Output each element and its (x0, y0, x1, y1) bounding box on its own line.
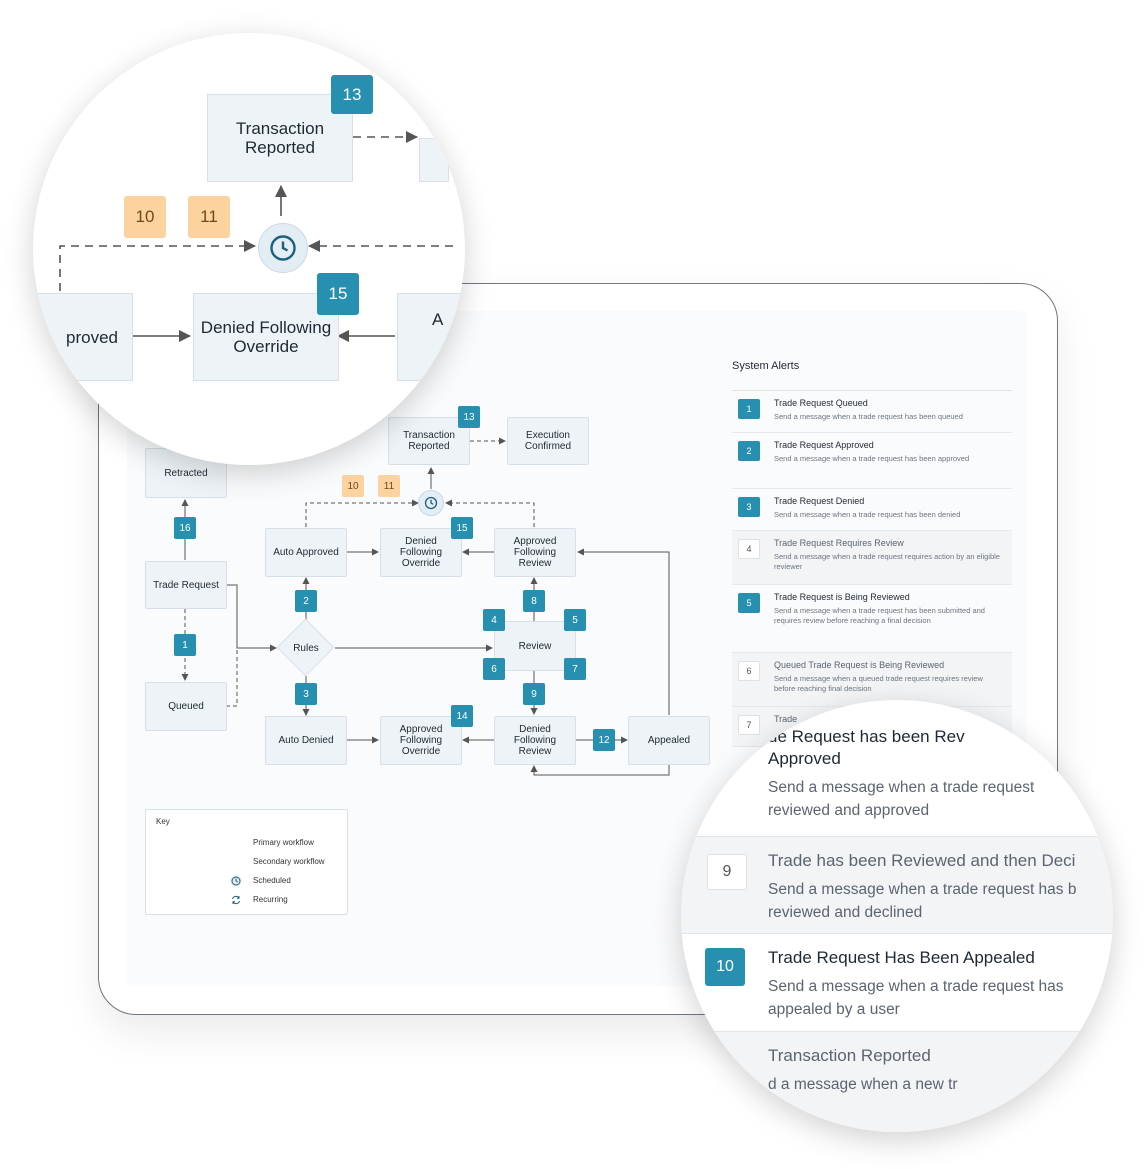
zoom-alert-title-2: Approved (768, 749, 841, 768)
zoom-alert-description: Send a message when a trade request has … (768, 881, 1077, 898)
node-queued[interactable]: Queued (145, 682, 227, 731)
alert-number: 6 (738, 661, 760, 681)
zoom-badge-13[interactable]: 13 (331, 75, 373, 114)
zoom-alert-description-2: reviewed and approved (768, 802, 930, 819)
key-clock-icon (230, 875, 242, 889)
key-scheduled-label: Scheduled (253, 876, 291, 885)
alert-description: Send a message when a trade request has … (774, 606, 985, 625)
zoom-alert-title: Trade has been Reviewed and then Deci (768, 851, 1076, 870)
zoom-alert-title: Trade Request Has Been Appealed (768, 948, 1035, 967)
alert-row[interactable]: 3 Trade Request Denied Send a message wh… (732, 489, 1012, 531)
node-auto-approved[interactable]: Auto Approved (265, 528, 347, 577)
badge-6[interactable]: 6 (483, 658, 505, 680)
alert-number: 1 (738, 399, 760, 419)
zoom-node-auto-approved[interactable]: proved (33, 293, 133, 381)
zoom-badge-10[interactable]: 10 (124, 196, 166, 238)
zoom-alert-title: ue Request has been Rev (768, 727, 965, 746)
node-denied-following-override[interactable]: Denied Following Override (380, 528, 462, 577)
alert-row[interactable]: 6 Queued Trade Request is Being Reviewed… (732, 653, 1012, 707)
zoom-node-transaction-reported[interactable]: Transaction Reported (207, 94, 353, 182)
badge-12[interactable]: 12 (593, 729, 615, 751)
zoom-alert-row[interactable]: 10 Trade Request Has Been Appealed Send … (681, 933, 1113, 1031)
node-review[interactable]: Review (494, 621, 576, 671)
badge-14[interactable]: 14 (451, 705, 473, 727)
alert-number: 7 (738, 715, 760, 735)
alert-number: 2 (738, 441, 760, 461)
zoom-alert-description-2: appealed by a user (768, 1001, 900, 1018)
node-rules[interactable]: Rules (276, 618, 335, 677)
alert-row[interactable]: 2 Trade Request Approved Send a message … (732, 433, 1012, 489)
key-recurring-label: Recurring (253, 895, 288, 904)
badge-15[interactable]: 15 (451, 517, 473, 539)
badge-10[interactable]: 10 (342, 475, 364, 497)
node-approved-following-review[interactable]: Approved Following Review (494, 528, 576, 577)
alert-number: 4 (738, 539, 760, 559)
system-alerts-panel: System Alerts 1 Trade Request Queued Sen… (732, 360, 1012, 747)
alert-title: Trade Request Requires Review (774, 538, 904, 548)
zoom-alerts-magnifier: ue Request has been Rev Approved Send a … (681, 700, 1113, 1132)
node-retracted[interactable]: Retracted (145, 448, 227, 498)
zoom-alert-row[interactable]: Transaction Reported d a message when a … (681, 1031, 1113, 1132)
node-execution-confirmed[interactable]: Execution Confirmed (507, 417, 589, 465)
zoom-node-approved-following-review[interactable]: A (397, 293, 465, 381)
scheduled-clock-icon[interactable] (418, 490, 444, 516)
badge-9[interactable]: 9 (523, 683, 545, 705)
node-approved-following-override[interactable]: Approved Following Override (380, 716, 462, 765)
diagram-key: Key Primary workflow Secondary workflow … (145, 809, 348, 915)
badge-16[interactable]: 16 (174, 517, 196, 539)
badge-13[interactable]: 13 (458, 406, 480, 428)
node-trade-request[interactable]: Trade Request (145, 561, 227, 609)
zoom-alert-description: Send a message when a trade request has (768, 978, 1064, 995)
badge-2[interactable]: 2 (295, 590, 317, 612)
zoom-alert-description: Send a message when a trade request (768, 779, 1035, 796)
zoom-alert-description: d a message when a new tr (768, 1076, 958, 1093)
alert-title: Trade Request Queued (774, 398, 868, 408)
key-secondary-label: Secondary workflow (253, 857, 325, 866)
badge-3[interactable]: 3 (295, 683, 317, 705)
badge-7[interactable]: 7 (564, 658, 586, 680)
zoom-diagram-magnifier: Transaction Reported 13 10 11 proved Den… (33, 33, 465, 465)
alert-description: Send a message when a trade request has … (774, 412, 963, 421)
key-title: Key (156, 817, 170, 826)
alert-description: Send a message when a trade request requ… (774, 552, 1000, 571)
zoom-alert-number: 10 (705, 948, 745, 986)
zoom-clock-icon[interactable] (258, 223, 308, 273)
alert-row[interactable]: 5 Trade Request is Being Reviewed Send a… (732, 585, 1012, 653)
badge-1[interactable]: 1 (174, 634, 196, 656)
badge-8[interactable]: 8 (523, 590, 545, 612)
rules-label: Rules (293, 642, 319, 654)
system-alerts-title: System Alerts (732, 360, 1012, 391)
alert-description: Send a message when a queued trade reque… (774, 674, 983, 693)
node-denied-following-review[interactable]: Denied Following Review (494, 716, 576, 765)
alert-title: Queued Trade Request is Being Reviewed (774, 660, 945, 670)
alert-title: Trade Request Approved (774, 440, 874, 450)
alert-title: Trade Request is Being Reviewed (774, 592, 910, 602)
zoom-node-partial (419, 138, 449, 182)
badge-11[interactable]: 11 (378, 475, 400, 497)
zoom-connectors (59, 131, 453, 342)
zoom-alert-title: Transaction Reported (768, 1046, 931, 1065)
alert-row[interactable]: 1 Trade Request Queued Send a message wh… (732, 391, 1012, 433)
alert-description: Send a message when a trade request has … (774, 510, 961, 519)
zoom-alert-description-2: reviewed and declined (768, 904, 923, 921)
zoom-alert-number: 9 (707, 854, 747, 890)
key-primary-label: Primary workflow (253, 838, 314, 847)
node-appealed[interactable]: Appealed (628, 716, 710, 765)
alert-title: Trade (774, 714, 798, 724)
badge-5[interactable]: 5 (564, 609, 586, 631)
zoom-alert-row[interactable]: ue Request has been Rev Approved Send a … (681, 726, 1113, 836)
alert-title: Trade Request Denied (774, 496, 865, 506)
alert-number: 3 (738, 497, 760, 517)
node-auto-denied[interactable]: Auto Denied (265, 716, 347, 765)
zoom-alert-row[interactable]: 9 Trade has been Reviewed and then Deci … (681, 836, 1113, 933)
badge-4[interactable]: 4 (483, 609, 505, 631)
alert-description: Send a message when a trade request has … (774, 454, 970, 463)
zoom-badge-11[interactable]: 11 (188, 196, 230, 238)
zoom-badge-15[interactable]: 15 (317, 273, 359, 315)
alert-row[interactable]: 4 Trade Request Requires Review Send a m… (732, 531, 1012, 585)
key-recurring-icon (230, 894, 242, 908)
node-transaction-reported[interactable]: Transaction Reported (388, 417, 470, 465)
zoom-node-denied-following-override[interactable]: Denied Following Override (193, 293, 339, 381)
alert-number: 5 (738, 593, 760, 613)
